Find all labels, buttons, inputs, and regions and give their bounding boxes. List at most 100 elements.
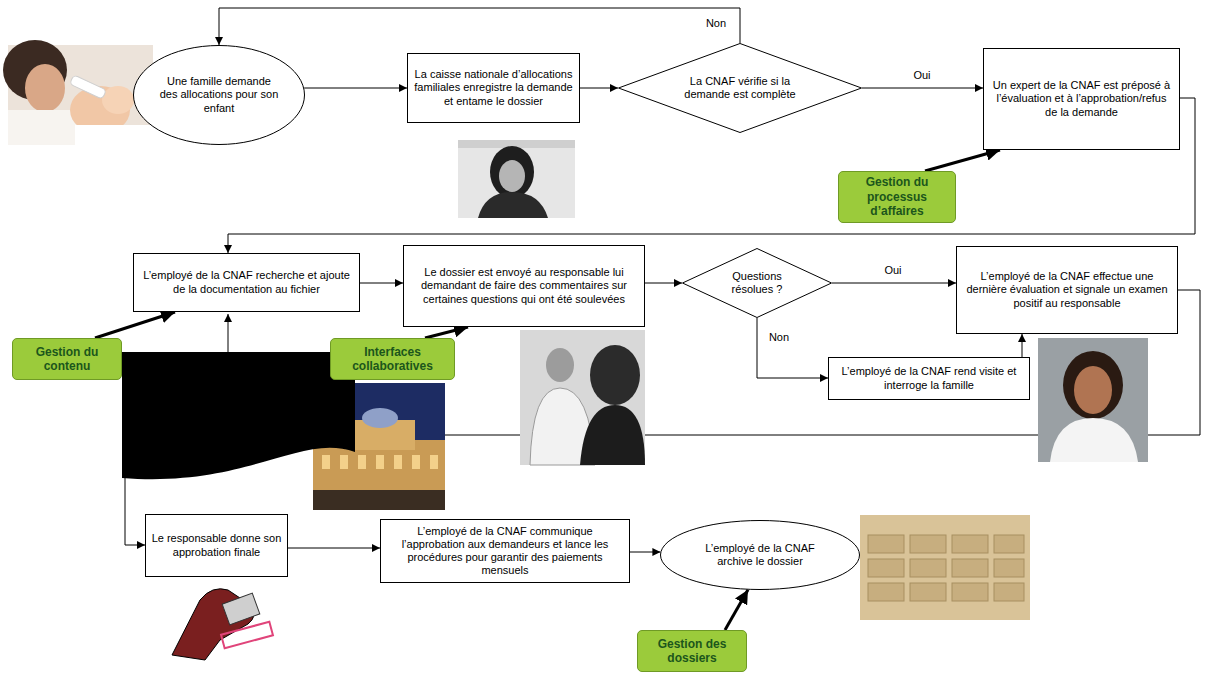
node-text: La caisse nationale d’allocations famili… [413,68,574,108]
flow-arrow [580,88,618,89]
node-text: Une famille demande des allocations pour… [157,75,281,115]
filing-cabinet-photo [952,583,988,601]
node-label: La CNAF vérifie si la demande est complè… [674,75,806,101]
ellipse-shape [134,46,305,145]
building-photo [322,455,330,469]
node-text: L’employé de la CNAF recherche et ajoute… [139,269,354,295]
capability-tag: Interfaces collaboratives [330,338,455,380]
flow-arrow [832,283,956,284]
stamp-hand [221,622,273,648]
edge-label: Non [767,331,791,344]
baby-photo [3,40,153,145]
filing-cabinet-photo [994,583,1024,601]
baby-photo [75,125,153,145]
filing-cabinet-photo [952,535,988,553]
baby-photo [8,110,78,145]
capability-tag: Gestion du processus d’affaires [838,171,956,223]
meeting-photo [546,348,574,382]
employee-photo [1074,366,1112,414]
process-box: L’employé de la CNAF effectue une derniè… [956,246,1178,334]
node-label: L’employé de la CNAF recherche et ajoute… [139,269,354,295]
flow-arrow [95,312,175,338]
node-label: L’employé de la CNAF rend visite et inte… [834,365,1024,391]
process-box: La caisse nationale d’allocations famili… [407,53,580,123]
node-label: L’employé de la CNAF communique l’approb… [386,525,624,578]
building-photo [362,408,398,428]
filing-cabinet-photo [868,535,1024,601]
stamp-hand [172,589,273,660]
filing-cabinet-photo [868,583,904,601]
flow-arrow [757,318,828,378]
diamond-shape [619,44,862,133]
woman-photo [458,140,575,218]
flow-arrow [725,590,748,630]
node-label: Le dossier est envoyé au responsable lui… [409,266,639,306]
meeting-photo [580,405,645,465]
process-box: L’employé de la CNAF communique l’approb… [380,519,630,583]
process-box: L’employé de la CNAF recherche et ajoute… [133,253,360,312]
node-text: Le responsable donne son approbation fin… [151,532,282,558]
flow-arrow [1022,334,1023,357]
building-photo [412,455,420,469]
flow-arrow [360,283,403,284]
stamp-hand [222,593,260,625]
node-text: L’employé de la CNAF archive le dossier [688,542,832,568]
node-text: Le dossier est envoyé au responsable lui… [409,266,639,306]
meeting-photo [520,330,645,465]
baby-photo [25,64,65,112]
filing-cabinet-photo [910,559,946,577]
content-repository [122,352,355,479]
flow-arrow [862,88,983,89]
start-ellipse: Une famille demande des allocations pour… [133,45,305,145]
node-label: Un expert de la CNAF est préposé à l’éva… [989,79,1174,119]
process-box: Un expert de la CNAF est préposé à l’éva… [983,48,1180,150]
decision-diamond: Questions résolues ? [682,248,832,318]
node-text: Gestion du processus d’affaires [843,175,951,218]
node-text: L’employé de la CNAF rend visite et inte… [834,365,1024,391]
decision-diamond: La CNAF vérifie si la demande est complè… [618,43,862,133]
filing-cabinet-photo [860,515,1030,620]
node-label: Questions résolues ? [717,270,798,296]
woman-photo [499,160,525,192]
node-text: Questions résolues ? [717,270,798,296]
filing-cabinet-photo [910,535,946,553]
process-box: L’employé de la CNAF rend visite et inte… [828,357,1030,400]
capability-tag: Gestion des dossiers [637,630,747,672]
woman-photo [478,192,548,218]
building-photo [313,490,445,510]
employee-photo [1063,351,1123,419]
filing-cabinet-photo [868,535,904,553]
flow-arrow [925,150,1000,171]
meeting-photo [590,345,640,405]
building-photo [322,455,438,469]
flow-arrow [288,548,380,549]
woman-photo [490,146,534,198]
node-text: Gestion du contenu [17,345,117,374]
building-photo [376,455,384,469]
capability-tag: Gestion du contenu [12,338,122,380]
filing-cabinet-photo [994,559,1024,577]
building-photo [358,455,366,469]
node-text: Gestion des dossiers [642,637,742,666]
node-label: Gestion du contenu [17,345,117,374]
baby-photo [70,75,107,99]
employee-photo [1038,338,1148,462]
employee-photo [1050,418,1138,462]
building-photo [340,455,348,469]
woman-photo [458,140,575,218]
building-photo [313,440,445,510]
node-label: La caisse nationale d’allocations famili… [413,68,574,108]
node-label: Gestion du processus d’affaires [843,175,951,218]
flow-arrow [645,283,682,284]
diamond-shape [683,249,832,318]
filing-cabinet-photo [860,515,1030,620]
filing-cabinet-photo [868,559,904,577]
node-label: Interfaces collaboratives [335,345,450,374]
employee-photo [1038,338,1148,462]
node-label: Gestion des dossiers [642,637,742,666]
edge-label: Oui [882,264,903,277]
node-text: L’employé de la CNAF communique l’approb… [386,525,624,578]
filing-cabinet-photo [910,583,946,601]
flow-arrow [219,8,740,45]
node-text: Interfaces collaboratives [335,345,450,374]
